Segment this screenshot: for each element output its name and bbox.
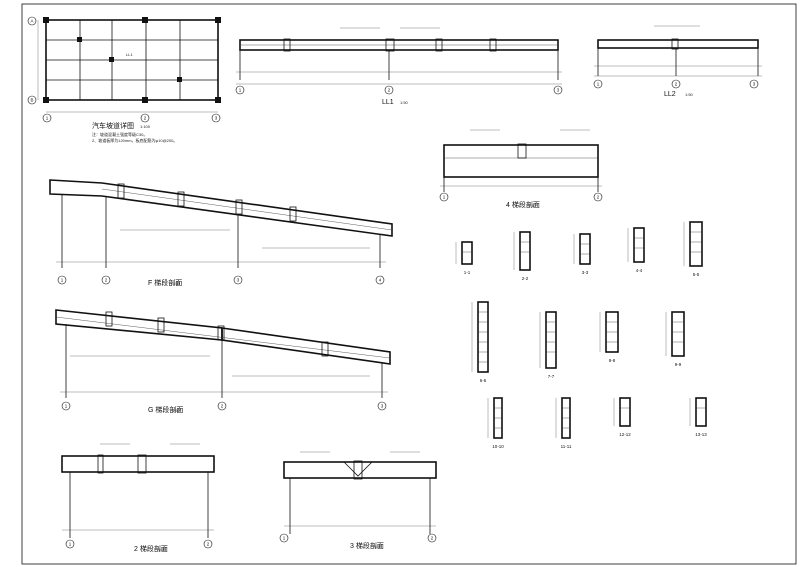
section-label: 3-3 xyxy=(582,270,589,275)
section-3-3: 3-3 xyxy=(573,233,591,275)
section-4-4: 4-4 xyxy=(627,227,645,273)
section-2-2: 2-2 xyxy=(513,231,531,281)
svg-text:1: 1 xyxy=(46,116,49,121)
section-details: 1-1 2-2 3-3 4-4 5-5 6-6 7-7 8-8 9-9 10-10 11-11 12-… xyxy=(455,221,707,449)
section-13-13: 13-13 xyxy=(689,397,707,437)
svg-text:1: 1 xyxy=(69,542,72,547)
section-label: 10-10 xyxy=(492,444,504,449)
section-5-5: 5-5 xyxy=(683,221,703,277)
section-label: 5-5 xyxy=(693,272,700,277)
ll2-title: LL2 xyxy=(664,91,676,98)
svg-text:1: 1 xyxy=(283,536,286,541)
svg-text:2: 2 xyxy=(207,542,210,547)
ll1-title: LL1 xyxy=(382,99,394,106)
svg-text:2: 2 xyxy=(388,88,391,93)
stair-g-title: G 梯段剖面 xyxy=(148,405,183,414)
section-label: 9-9 xyxy=(675,362,682,367)
parking-plan-view: LL1 1 2 3 A B 汽车坡道详图 1:100 注：坡道混凝土强度等级C3… xyxy=(27,16,221,143)
svg-text:2: 2 xyxy=(144,116,147,121)
svg-text:3: 3 xyxy=(215,116,218,121)
section-10-10: 10-10 xyxy=(487,397,504,449)
section-label: 12-12 xyxy=(619,432,631,437)
section-label: 4-4 xyxy=(636,268,643,273)
beam-ll2-elevation: 1 2 3 LL2 1:50 xyxy=(593,25,762,98)
svg-text:A: A xyxy=(30,19,33,24)
stair-2-title: 2 梯段剖面 xyxy=(134,544,168,553)
stair-3-title: 3 梯段剖面 xyxy=(350,541,384,550)
svg-text:1: 1 xyxy=(597,82,600,87)
stair-2-elevation: 1 2 2 梯段剖面 1:50 xyxy=(61,443,215,553)
section-label: 13-13 xyxy=(695,432,707,437)
section-label: 11-11 xyxy=(561,444,572,449)
stair-4-elevation: 1 2 4 梯段剖面 1:50 xyxy=(439,129,603,209)
stair-2-scale: 1:50 xyxy=(158,547,167,552)
section-label: 2-2 xyxy=(522,276,529,281)
svg-text:B: B xyxy=(30,98,33,103)
stair-4-scale: 1:50 xyxy=(528,203,537,208)
sheet-border xyxy=(21,3,797,565)
stair-3-scale: 1:50 xyxy=(374,544,383,549)
svg-text:1: 1 xyxy=(443,195,446,200)
section-label: 8-8 xyxy=(609,358,616,363)
svg-text:1: 1 xyxy=(61,278,64,283)
plan-title: 汽车坡道详图 xyxy=(92,121,134,130)
svg-text:LL1: LL1 xyxy=(126,52,133,57)
svg-text:2: 2 xyxy=(597,195,600,200)
svg-text:3: 3 xyxy=(237,278,240,283)
section-1-1: 1-1 xyxy=(455,241,473,275)
section-label: 6-6 xyxy=(480,378,487,383)
ll2-scale: 1:50 xyxy=(685,92,694,97)
svg-text:2: 2 xyxy=(675,82,678,87)
plan-scale: 1:100 xyxy=(140,124,151,129)
stair-4-title: 4 梯段剖面 xyxy=(506,200,540,209)
svg-text:1: 1 xyxy=(65,404,68,409)
stair-f-title: F 梯段剖面 xyxy=(148,278,182,287)
section-6-6: 6-6 xyxy=(471,301,489,383)
stair-g-elevation: 1 2 3 G 梯段剖面 1:50 xyxy=(55,309,391,414)
section-label: 1-1 xyxy=(464,270,471,275)
beam-ll1-elevation: 1 2 3 LL1 1:50 xyxy=(235,27,563,106)
svg-text:2: 2 xyxy=(221,404,224,409)
plan-note-1: 注：坡道混凝土强度等级C30。 xyxy=(92,131,147,137)
section-label: 7-7 xyxy=(548,374,555,379)
section-7-7: 7-7 xyxy=(539,311,557,379)
svg-text:2: 2 xyxy=(105,278,108,283)
section-12-12: 12-12 xyxy=(613,397,631,437)
svg-text:3: 3 xyxy=(557,88,560,93)
svg-text:4: 4 xyxy=(379,278,382,283)
stair-3-elevation: 1 2 3 梯段剖面 1:50 xyxy=(279,451,437,550)
svg-text:1: 1 xyxy=(239,88,242,93)
svg-text:2: 2 xyxy=(431,536,434,541)
section-11-11: 11-11 xyxy=(555,397,572,449)
stair-f-scale: 1:50 xyxy=(172,281,181,286)
stair-f-elevation: 1 2 3 4 F 梯段剖面 1:50 xyxy=(49,179,393,287)
ll1-scale: 1:50 xyxy=(400,100,409,105)
section-9-9: 9-9 xyxy=(665,311,685,367)
svg-text:3: 3 xyxy=(381,404,384,409)
svg-text:3: 3 xyxy=(753,82,756,87)
plan-note-2: 2、坡道板厚为120mm，板底配筋为φ10@200。 xyxy=(92,137,177,143)
stair-g-scale: 1:50 xyxy=(172,408,181,413)
section-8-8: 8-8 xyxy=(599,311,619,363)
